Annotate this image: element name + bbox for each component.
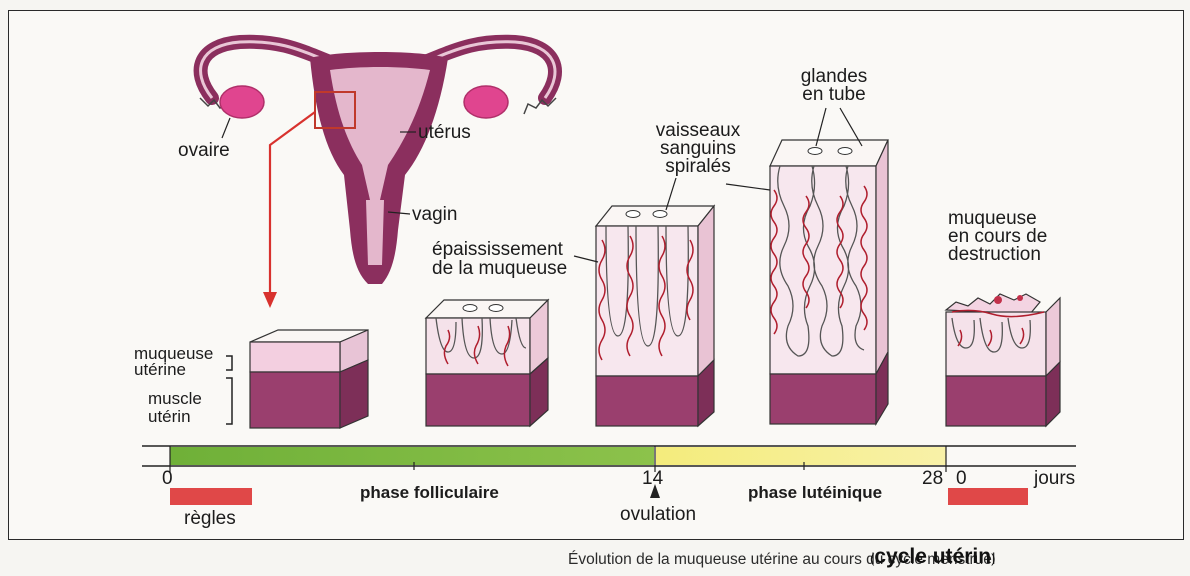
uterus-label: utérus: [418, 124, 471, 142]
spiral-vessels-label: vaisseaux sanguins spiralés: [650, 122, 746, 176]
mucosa-block-destruction: [946, 294, 1060, 426]
vagina-label: vagin: [412, 206, 457, 224]
left-ovary: [220, 86, 264, 118]
ovulation-label: ovulation: [620, 506, 696, 524]
zoom-arrow: [270, 112, 315, 296]
thickening-label: épaississement de la muqueuse: [432, 240, 578, 278]
mucosa-block-secretory: [726, 108, 888, 424]
mucosa-layer-label: muqueuse utérine: [134, 346, 226, 378]
days-unit-label: jours: [1034, 470, 1075, 488]
luteal-band: [656, 447, 946, 465]
follicular-phase-label: phase folliculaire: [360, 484, 499, 502]
left-fallopian-tube: [201, 42, 330, 98]
glands-label: glandes en tube: [794, 68, 874, 104]
tick-day-28: 28: [922, 470, 943, 488]
destruction-label: muqueuse en cours de destruction: [948, 210, 1060, 264]
menses-bar-start: [170, 488, 252, 505]
muscle-layer-label: muscle utérin: [148, 390, 218, 426]
right-ovary: [464, 86, 508, 118]
follicular-band: [170, 447, 654, 465]
tick-day-0-next: 0: [956, 470, 967, 488]
mucosa-block-initial: [226, 330, 368, 428]
tick-day-0: 0: [162, 470, 173, 488]
menses-bar-end: [948, 488, 1028, 505]
menses-label: règles: [184, 510, 236, 528]
subtitle-text: cycle utérin: [874, 545, 991, 568]
luteal-phase-label: phase lutéinique: [748, 484, 882, 502]
zoom-arrow-head: [263, 292, 277, 308]
mucosa-block-proliferative: [426, 300, 548, 426]
mucosa-block-thickened: [574, 178, 714, 426]
figure-subtitle: (cycle utérin): [870, 545, 995, 569]
tick-day-14: 14: [642, 470, 663, 488]
ovary-label: ovaire: [178, 142, 230, 160]
